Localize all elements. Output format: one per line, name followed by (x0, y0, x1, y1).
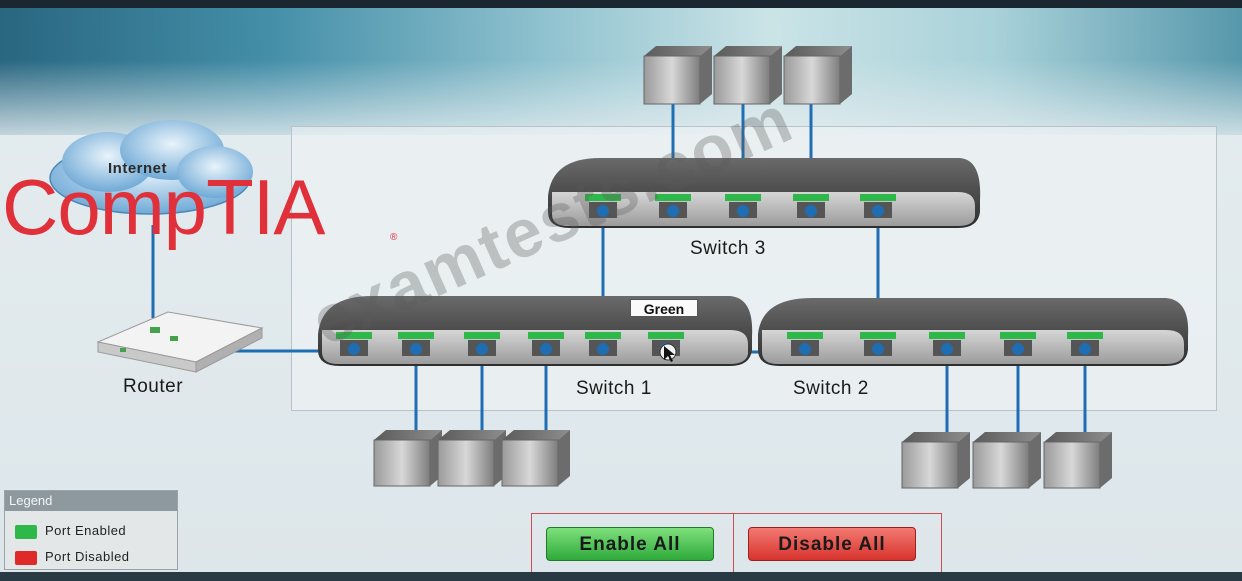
window-bottom-edge (0, 572, 1242, 581)
switch2-servers (901, 432, 1112, 489)
server-icon (1043, 432, 1112, 489)
legend-item-disabled: Port Disabled (15, 549, 130, 565)
server-icon (373, 430, 442, 487)
router-label: Router (123, 376, 184, 397)
switch1-servers (373, 430, 570, 487)
server-icon (713, 46, 782, 105)
disabled-swatch-icon (15, 550, 37, 565)
legend-label-enabled: Port Enabled (45, 523, 127, 538)
port-status-tooltip: Green (630, 299, 698, 317)
enabled-swatch-icon (15, 524, 37, 539)
server-icon (501, 430, 570, 487)
router-icon (96, 311, 264, 373)
switch3-servers (643, 46, 852, 105)
server-icon (783, 46, 852, 105)
comptia-logo: CompTIA (2, 163, 325, 251)
switch3-ports (585, 194, 896, 218)
switch3-device (548, 158, 981, 228)
server-icon (901, 432, 970, 489)
internet-label: Internet (108, 160, 168, 177)
legend-title: Legend (5, 491, 177, 511)
server-icon (643, 46, 712, 105)
server-icon (972, 432, 1041, 489)
mouse-cursor-icon (659, 343, 677, 362)
window-top-edge (0, 0, 1242, 8)
internet-cloud-icon (49, 120, 253, 215)
switch2-label: Switch 2 (793, 378, 869, 399)
registered-mark: ® (390, 232, 398, 243)
enable-all-button[interactable]: Enable All (546, 527, 714, 561)
button-divider (733, 513, 734, 573)
disable-all-button[interactable]: Disable All (748, 527, 916, 561)
legend-label-disabled: Port Disabled (45, 549, 130, 564)
server-icon (437, 430, 506, 487)
switch2-device (758, 298, 1189, 366)
switch3-label: Switch 3 (690, 238, 766, 259)
legend-item-enabled: Port Enabled (15, 523, 126, 539)
legend-panel: Legend Port Enabled Port Disabled (4, 490, 178, 570)
switch2-ports (787, 332, 1103, 356)
switch1-label: Switch 1 (576, 378, 652, 399)
